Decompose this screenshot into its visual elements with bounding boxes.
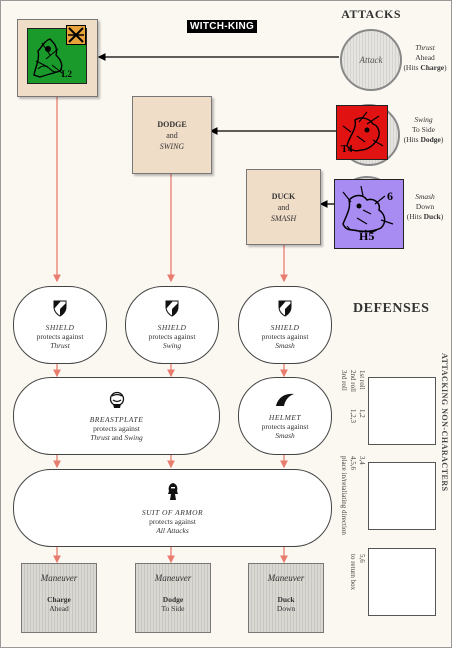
value-4: 4,5,6 <box>349 456 357 470</box>
thrust-attack-circle[interactable]: Attack <box>340 29 402 91</box>
non-character-box-1[interactable] <box>368 377 436 445</box>
helmet-target: Smash <box>275 431 295 440</box>
shield-protects-label: protects against <box>148 332 196 341</box>
helmet-defense[interactable]: HELMET protects against Smash <box>238 377 332 455</box>
breastplate-defense[interactable]: BREASTPLATE protects against Thrust and … <box>13 377 220 455</box>
action-marker[interactable] <box>66 25 86 45</box>
roll-1-label: 1st roll <box>358 370 366 390</box>
nazgul-figure-icon <box>33 38 63 78</box>
smash-attack-desc: Smash Down (Hits Duck) <box>399 192 451 222</box>
suit-of-armor-icon <box>167 482 178 500</box>
attacks-title: ATTACKS <box>341 7 401 21</box>
shield-name: SHIELD <box>270 323 300 332</box>
thrust-hits: (Hits Charge) <box>403 63 447 72</box>
suit-of-armor-defense[interactable]: SUIT OF ARMOR protects against All Attac… <box>13 469 332 547</box>
shield-name: SHIELD <box>45 323 75 332</box>
shield-icon <box>165 300 179 317</box>
attacking-non-characters-label: ATTACKING NON-CHARACTERS <box>440 353 449 492</box>
red-counter-label: T4 <box>341 144 353 155</box>
shield-target: Smash <box>275 341 295 350</box>
cross-marker-icon <box>68 27 84 43</box>
witch-king-label: WITCH-KING <box>187 20 258 33</box>
defenses-title: DEFENSES <box>353 301 430 316</box>
smash-attack-label: Smash <box>415 192 435 201</box>
smash-hits: (Hits Duck) <box>406 212 444 221</box>
attack-circle-label: Attack <box>359 55 383 65</box>
helmet-protects-label: protects against <box>261 422 309 431</box>
shield-icon <box>278 300 292 317</box>
place-text: place in/retaliating direction <box>340 456 348 535</box>
breastplate-targets: Thrust and Swing <box>90 432 143 442</box>
smash-label: SMASH <box>270 213 297 223</box>
shield-target: Thrust <box>50 341 70 350</box>
red-monster-counter[interactable]: T4 <box>336 105 388 160</box>
thrust-attack-desc: Thrust Ahead (Hits Charge) <box>399 43 451 73</box>
shield-name: SHIELD <box>157 323 187 332</box>
value-1: 1,2 <box>358 409 366 418</box>
shield-target: Swing <box>162 341 182 350</box>
thrust-direction: Ahead <box>415 53 435 62</box>
value-3: 3,4 <box>358 456 366 465</box>
swing-attack-label: Swing <box>414 115 433 124</box>
maneuver-title: Maneuver <box>267 573 305 583</box>
dodge-and-label: and <box>166 130 178 140</box>
maneuver-title: Maneuver <box>154 573 192 583</box>
duck-smash-box[interactable]: DUCK and SMASH <box>246 169 321 245</box>
duck-label: DUCK <box>271 191 296 201</box>
shield-smash-defense[interactable]: SHIELD protects against Smash <box>238 286 332 364</box>
swing-hits: (Hits Dodge) <box>403 135 444 144</box>
shield-swing-defense[interactable]: SHIELD protects against Swing <box>125 286 219 364</box>
purple-counter-bottom: H5 <box>359 229 375 243</box>
helmet-icon <box>276 393 294 406</box>
duck-and-label: and <box>277 202 290 212</box>
dodge-swing-box[interactable]: DODGE and SWING <box>132 96 212 174</box>
shield-protects-label: protects against <box>261 332 309 341</box>
value-5: 5,6 <box>358 554 366 563</box>
thrust-label: Thrust <box>415 43 435 52</box>
breastplate-icon <box>109 391 124 408</box>
helmet-name: HELMET <box>268 413 302 422</box>
purple-counter-top: 6 <box>387 189 393 203</box>
roll-3-label: 3rd roll <box>340 370 348 391</box>
suit-protects-label: protects against <box>149 516 196 526</box>
breastplate-name: BREASTPLATE <box>89 414 144 424</box>
suit-name: SUIT OF ARMOR <box>141 507 204 517</box>
purple-monster-counter[interactable]: 6 H5 <box>334 179 404 249</box>
suit-target: All Attacks <box>156 525 189 535</box>
shield-icon <box>53 300 67 317</box>
to-return-text: to return box <box>349 554 357 591</box>
dodge-label: DODGE <box>157 119 187 129</box>
breastplate-protects-label: protects against <box>93 423 140 433</box>
dragon-figure-icon <box>342 111 384 152</box>
maneuver-title: Maneuver <box>40 573 78 583</box>
shield-thrust-defense[interactable]: SHIELD protects against Thrust <box>13 286 107 364</box>
dragon-figure-icon <box>342 185 394 233</box>
witch-king-counter-label: L2 <box>61 69 72 79</box>
swing-attack-desc: Swing To Side (Hits Dodge) <box>396 115 451 145</box>
swing-direction: To Side <box>411 125 436 134</box>
roll-2-label: 2nd roll <box>349 370 357 392</box>
smash-direction: Down <box>415 202 435 211</box>
non-character-box-2[interactable] <box>368 462 436 530</box>
swing-label: SWING <box>159 141 185 151</box>
non-character-box-3[interactable] <box>368 548 436 616</box>
shield-protects-label: protects against <box>36 332 84 341</box>
value-2: 1,2,3 <box>349 409 357 423</box>
